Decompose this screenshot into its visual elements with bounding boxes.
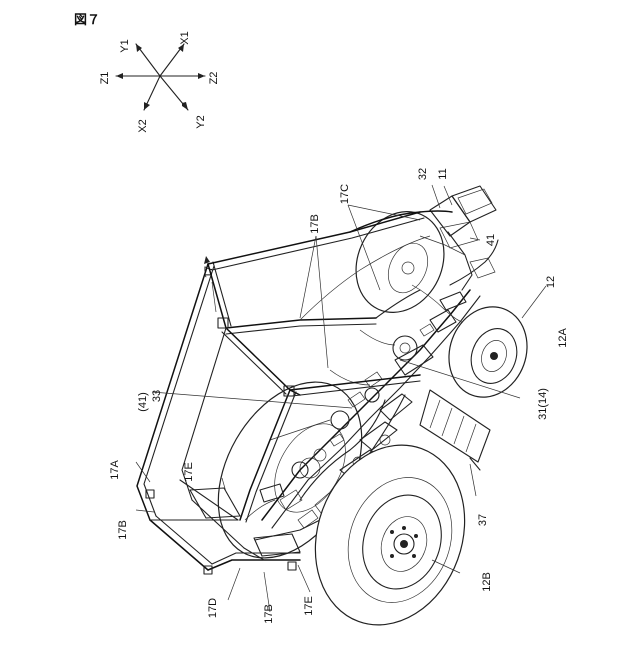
label-41-paren: (41): [137, 392, 149, 412]
axis-label-x2: X2: [137, 119, 149, 132]
label-17b-left: 17B: [117, 520, 129, 540]
label-17: 17: [203, 266, 215, 278]
label-37: 37: [477, 514, 489, 526]
label-33: 33: [151, 390, 163, 402]
label-41: 41: [485, 234, 497, 246]
label-32: 32: [417, 168, 429, 180]
label-17c: 17C: [339, 184, 351, 204]
label-12: 12: [545, 276, 557, 288]
axis-label-y1: Y1: [119, 39, 131, 52]
label-17b-bottom: 17B: [263, 604, 275, 624]
arrowhead-z1-icon: [116, 73, 123, 79]
label-11: 11: [437, 168, 449, 179]
label-17d: 17D: [207, 598, 219, 618]
orientation-compass: Y1 X1 Z1 Z2 X2 Y2: [99, 31, 220, 132]
figure-label: 図７: [74, 12, 100, 27]
label-17b-top: 17B: [309, 214, 321, 234]
label-12b: 12B: [481, 572, 493, 592]
label-17e-bottom: 17E: [303, 596, 315, 616]
label-31-14: 31(14): [537, 388, 549, 420]
arrowhead-z2-icon: [198, 73, 205, 79]
label-12a: 12A: [557, 328, 569, 348]
arrowhead-y2-icon: [182, 102, 188, 110]
label-17a: 17A: [109, 460, 121, 480]
axis-label-z1: Z1: [99, 72, 111, 85]
label-17e-mid: 17E: [183, 462, 195, 482]
axis-label-x1: X1: [179, 31, 191, 44]
axis-label-z2: Z2: [208, 72, 220, 85]
axis-label-y2: Y2: [195, 115, 207, 128]
